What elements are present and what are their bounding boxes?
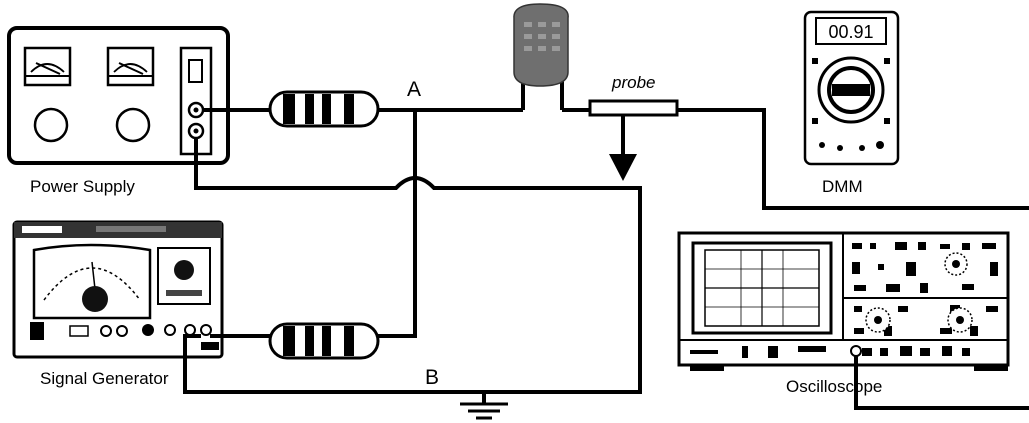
dmm-label: DMM: [822, 177, 863, 196]
power-supply-knob-right[interactable]: [115, 107, 151, 143]
resistor-top: [268, 90, 380, 128]
node-b-label: B: [425, 366, 439, 389]
signal-generator-amplitude-knob[interactable]: [174, 260, 194, 280]
wires: [183, 108, 1029, 410]
probe-arrow: [609, 154, 637, 181]
dmm: 00.91: [803, 10, 900, 166]
signal-generator-output-terminal[interactable]: [184, 324, 196, 336]
power-supply-label: Power Supply: [30, 177, 135, 196]
power-supply: [7, 26, 230, 165]
probe: [588, 99, 679, 181]
ground-symbol: [460, 402, 508, 420]
oscilloscope-label: Oscilloscope: [786, 377, 882, 396]
power-supply-meter-left: [23, 46, 72, 87]
dmm-display: [815, 17, 887, 45]
power-supply-knob-left[interactable]: [33, 107, 69, 143]
signal-generator-frequency-knob[interactable]: [82, 286, 108, 312]
signal-generator: [12, 220, 224, 359]
signal-generator-label: Signal Generator: [40, 369, 169, 388]
oscilloscope: [677, 231, 1010, 371]
resistor-bottom: [268, 322, 380, 360]
node-a-label: A: [407, 78, 421, 101]
capacitor: [513, 3, 569, 110]
dmm-display-value: 00.91: [828, 22, 873, 42]
oscilloscope-input-terminal[interactable]: [850, 345, 862, 357]
power-supply-meter-right: [106, 46, 155, 87]
probe-label: probe: [611, 73, 655, 92]
